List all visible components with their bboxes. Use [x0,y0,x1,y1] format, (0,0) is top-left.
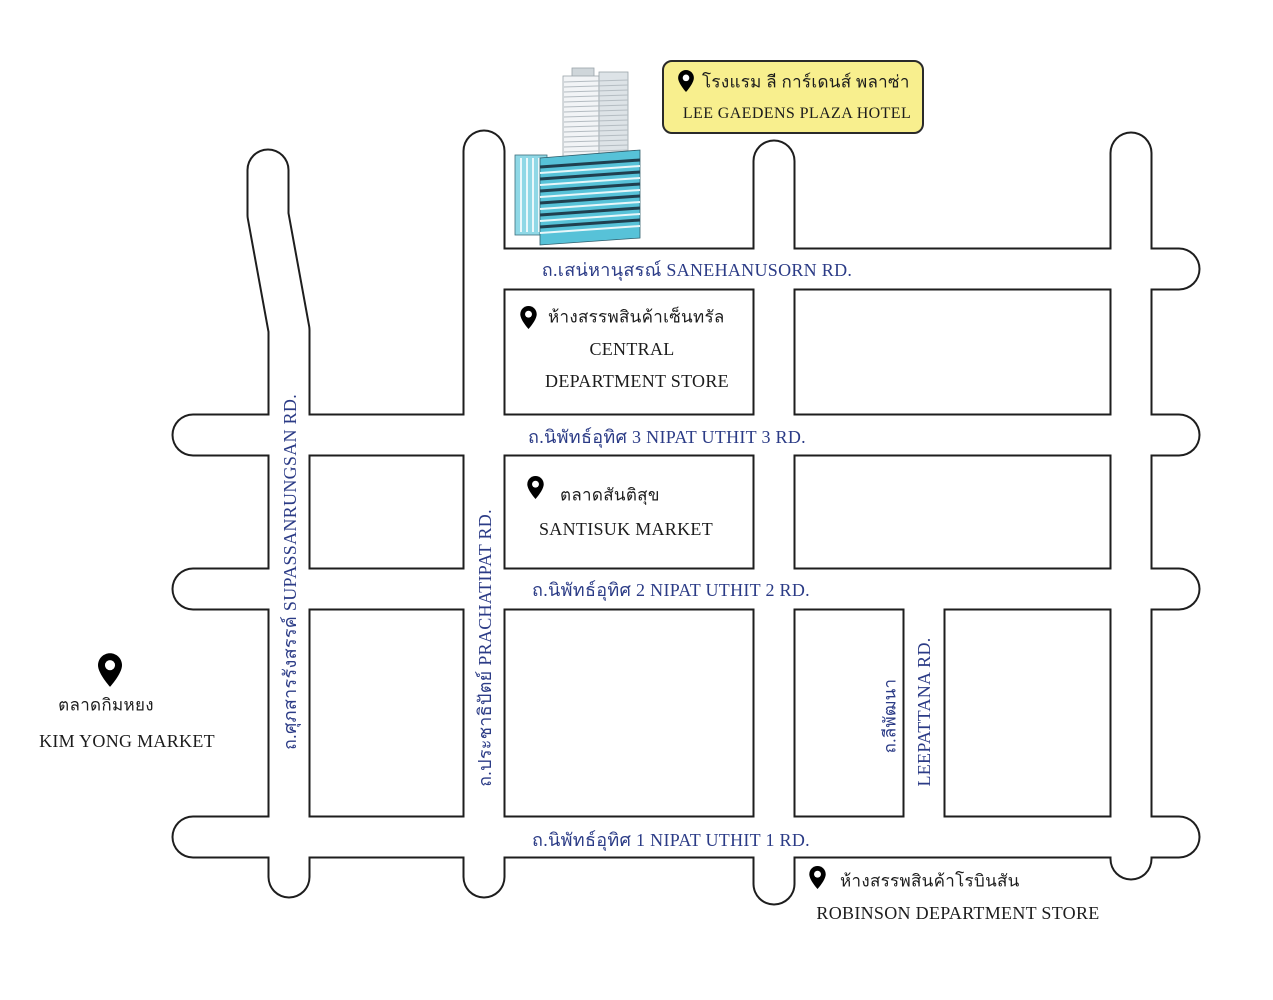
hotel-map-pin-icon [678,70,694,92]
central-name-en-line1: CENTRAL [589,339,675,359]
central-map-pin-icon [520,306,537,329]
leepattana-road-label-th: ถ.ลีพัฒนา [880,678,900,754]
hotel-name-th: โรงแรม ลี การ์เดนส์ พลาซ่า [702,72,910,92]
central-name-en-line2: DEPARTMENT STORE [545,371,729,391]
nipat-uthit-2-road-label: ถ.นิพัทธ์อุทิศ 2 NIPAT UTHIT 2 RD. [532,580,810,600]
robinson-name-en: ROBINSON DEPARTMENT STORE [816,903,1100,923]
leepattana-road-label-en: LEEPATTANA RD. [914,637,934,787]
central-name-th: ห้างสรรพสินค้าเซ็นทรัล [548,307,725,327]
kim-yong-name-en: KIM YONG MARKET [39,731,215,751]
hotel-name-en: LEE GAEDENS PLAZA HOTEL [682,105,912,122]
supassanrungsan-road-label: ถ.ศุภสารรังสรรค์ SUPASSANRUNGSAN RD. [280,393,300,751]
nipat-uthit-3-road-label: ถ.นิพัทธ์อุทิศ 3 NIPAT UTHIT 3 RD. [528,427,806,447]
prachatipat-road-label: ถ.ประชาธิปัตย์ PRACHATIPAT RD. [475,509,495,787]
santisuk-name-th: ตลาดสันติสุข [560,485,660,505]
kim-yong-map-pin-icon [98,653,122,687]
robinson-map-pin-icon [809,866,826,889]
kim-yong-name-th: ตลาดกิมหยง [58,695,154,715]
nipat-uthit-1-road-label: ถ.นิพัทธ์อุทิศ 1 NIPAT UTHIT 1 RD. [532,830,810,850]
santisuk-name-en: SANTISUK MARKET [538,519,714,539]
hotel-label-box: โรงแรม ลี การ์เดนส์ พลาซ่า LEE GAEDENS P… [662,60,924,134]
hotel-building-illustration [514,67,641,246]
robinson-name-th: ห้างสรรพสินค้าโรบินสัน [840,871,1020,891]
santisuk-map-pin-icon [527,476,544,499]
sanehanusorn-road-label: ถ.เสน่หานุสรณ์ SANEHANUSORN RD. [541,260,853,280]
